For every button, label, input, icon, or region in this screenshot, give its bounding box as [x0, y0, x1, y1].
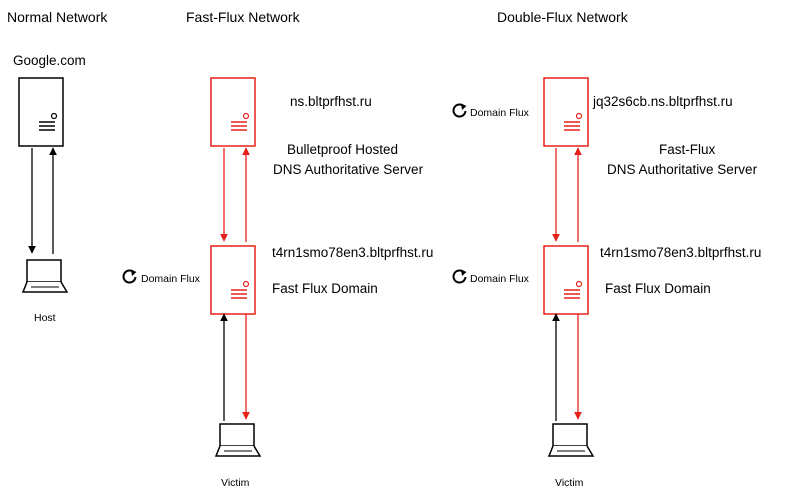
df-top-server-desc-line1: Fast-Flux — [659, 142, 716, 157]
df-victim-label: Victim — [555, 477, 584, 489]
ff-top-server-desc-line2: DNS Authoritative Server — [273, 162, 424, 177]
ff-bottom-server-label: t4rn1smo78en3.bltprfhst.ru — [272, 245, 433, 260]
laptop-icon — [22, 259, 68, 293]
double-flux-network-header: Double-Flux Network — [497, 9, 629, 25]
google-server-label: Google.com — [13, 53, 86, 68]
host-label: Host — [34, 312, 56, 324]
server-icon — [210, 77, 256, 147]
server-icon — [210, 245, 256, 315]
refresh-icon — [122, 268, 138, 284]
normal-network-group: Google.com Host — [13, 53, 86, 324]
ff-bottom-server-desc: Fast Flux Domain — [272, 281, 378, 296]
refresh-icon — [452, 268, 468, 284]
server-icon — [543, 245, 589, 315]
df-top-domain-flux-label: Domain Flux — [470, 107, 530, 119]
laptop-icon — [215, 423, 261, 457]
df-bottom-server-desc: Fast Flux Domain — [605, 281, 711, 296]
ff-domain-flux-label: Domain Flux — [141, 273, 201, 285]
df-bottom-domain-flux-label: Domain Flux — [470, 273, 530, 285]
refresh-icon — [452, 102, 468, 118]
ff-top-server-label: ns.bltprfhst.ru — [290, 94, 372, 109]
normal-network-header: Normal Network — [7, 9, 108, 25]
df-top-server-desc-line2: DNS Authoritative Server — [607, 162, 758, 177]
server-icon — [18, 77, 64, 147]
ff-top-server-desc-line1: Bulletproof Hosted — [287, 142, 398, 157]
df-bottom-server-label: t4rn1smo78en3.bltprfhst.ru — [600, 245, 761, 260]
ff-victim-label: Victim — [221, 477, 250, 489]
fast-flux-group: ns.bltprfhst.ru Bulletproof Hosted DNS A… — [122, 77, 433, 489]
server-icon — [543, 77, 589, 147]
df-top-server-label: jq32s6cb.ns.bltprfhst.ru — [592, 94, 733, 109]
fast-flux-network-header: Fast-Flux Network — [186, 9, 301, 25]
laptop-icon — [548, 423, 594, 457]
double-flux-group: Domain Flux jq32s6cb.ns.bltprfhst.ru Fas… — [452, 77, 761, 489]
